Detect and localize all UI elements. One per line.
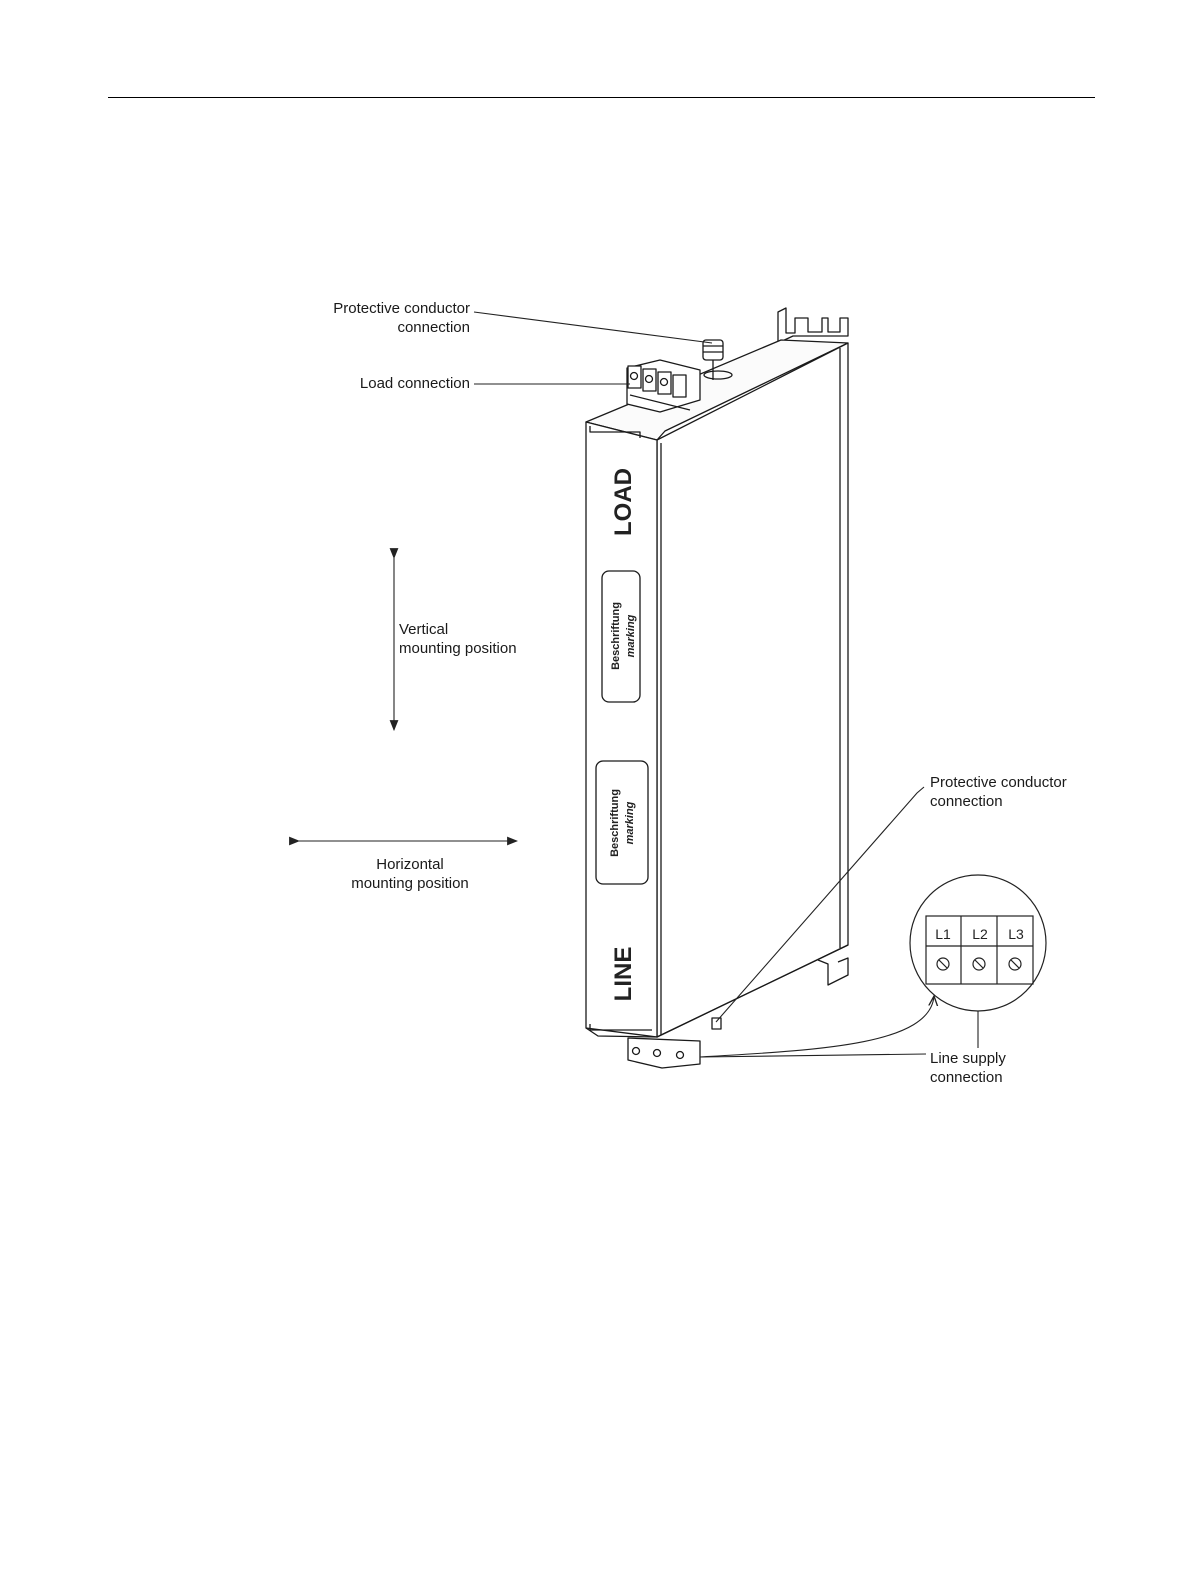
enclosure-side-face [657,343,848,1037]
line-marking: LINE [610,947,637,1002]
line-terminal-block [628,1038,700,1068]
pe-bottom-stud [712,1018,721,1029]
detail-callout-leader [700,996,934,1057]
detail-circle [910,875,1046,1011]
terminal-l3-label: L3 [1008,926,1024,942]
bottom-mounting-bracket [818,958,848,985]
name-plate-lower [596,761,648,884]
terminal-detail [910,875,1046,1011]
load-marking: LOAD [610,468,637,536]
terminal-l1-label: L1 [935,926,951,942]
plate-upper-text-2: marking [625,614,637,657]
plate-upper-text-1: Beschriftung [610,602,622,670]
top-mounting-bracket [778,308,848,343]
pe-top-leader [474,312,712,343]
plate-lower-text-1: Beschriftung [609,789,621,857]
plate-lower-text-2: marking [624,801,636,844]
terminal-l2-label: L2 [972,926,988,942]
